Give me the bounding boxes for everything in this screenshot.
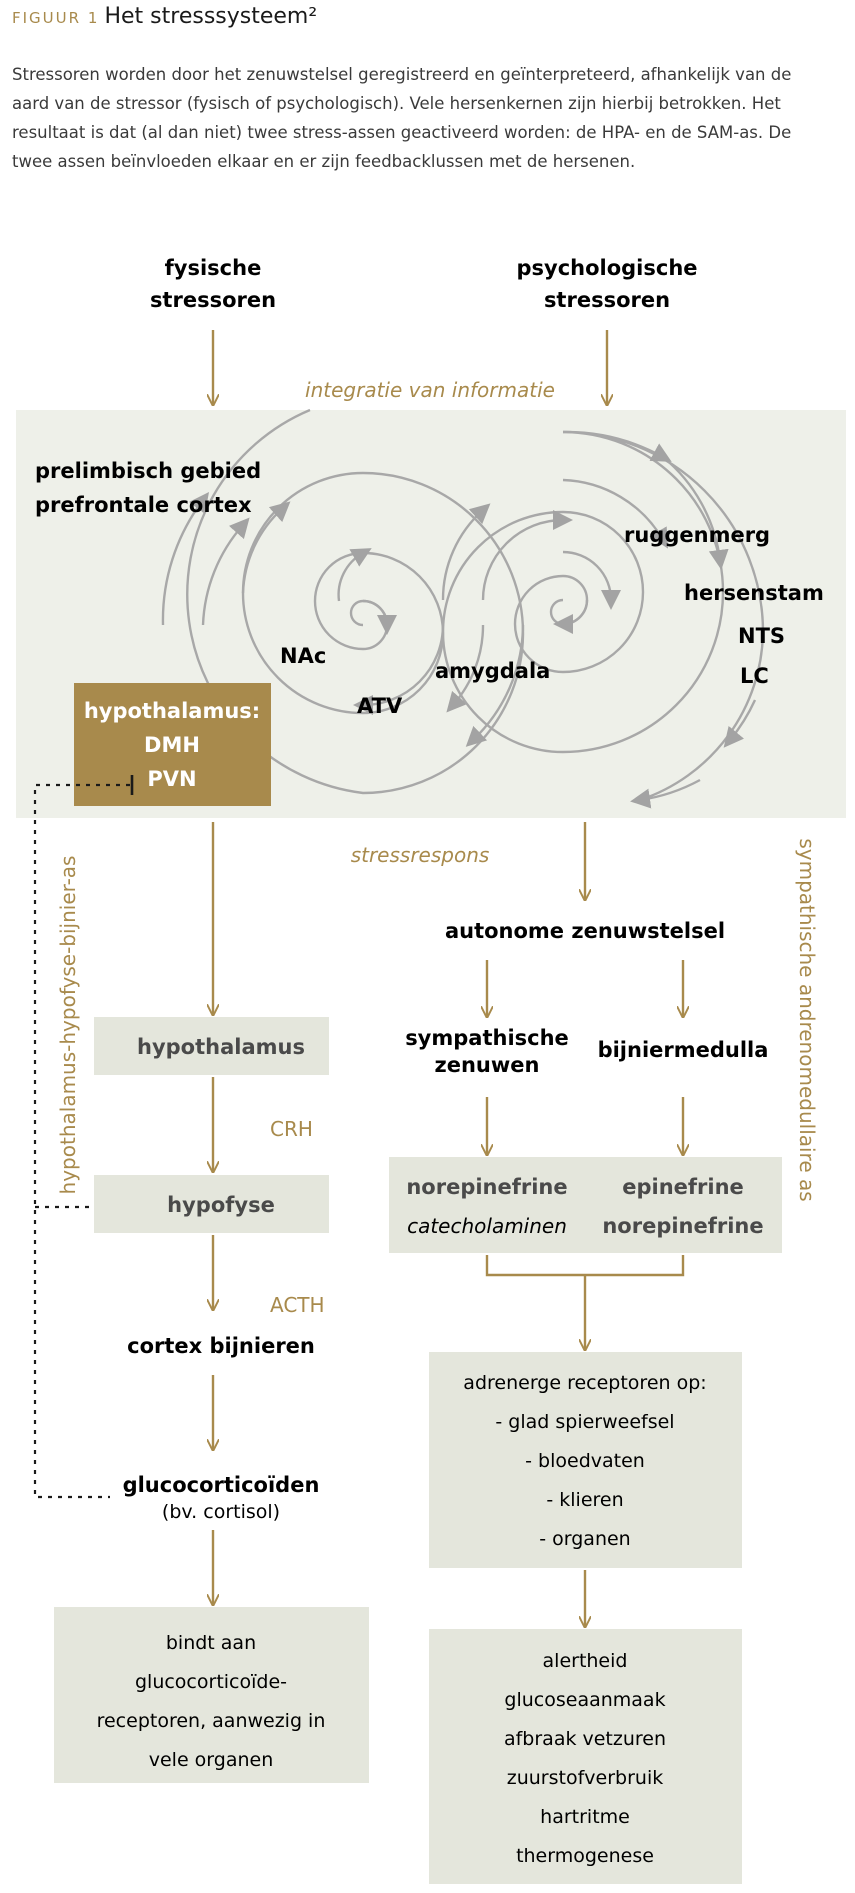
binding-line4: vele organen [149,1749,274,1771]
input-arrows [213,330,607,405]
input-psych-line2: stressoren [544,288,670,312]
effects-line1: alertheid [543,1650,628,1672]
effects-box [429,1629,742,1884]
input-physical-line1: fysische [165,256,262,280]
figure-header: FIGUUR 1 Het stresssysteem² [12,4,842,29]
sam-arrows [487,822,683,1627]
sympathetic-line1: sympathische [405,1026,569,1050]
adrenal-cortex-label: cortex bijnieren [127,1334,315,1358]
binding-line2: glucocorticoïde- [135,1671,287,1693]
effects-line5: hartritme [540,1806,630,1828]
pituitary-label: hypofyse [167,1193,275,1217]
hpa-pituitary-box [94,1175,329,1233]
effects-line3: afbraak vetzuren [504,1728,666,1750]
spinal-cord-label: ruggenmerg [624,523,770,547]
hpa-hypothalamus-box [94,1017,329,1075]
receptors-line4: - klieren [546,1489,623,1511]
hypothalamus-box-line2: DMH [144,733,200,757]
spiral-right [441,430,765,809]
binding-line1: bindt aan [166,1632,256,1654]
sam-axis-label: sympathische andrenomedullaire as [795,838,819,1201]
autonomic-label: autonome zenuwstelsel [445,919,725,943]
glucocorticoids-label: glucocorticoïden [123,1473,320,1497]
stress-response-label: stressrespons [351,843,490,867]
hypothalamus-box-line3: PVN [147,767,196,791]
lc-label: LC [740,664,769,688]
figure-intro: Stressoren worden door het zenuwstelsel … [12,65,792,171]
hypothalamus-box-line1: hypothalamus: [84,699,260,723]
hpa-axis-label: hypothalamus-hypofyse-bijnier-as [56,856,80,1195]
effects-line2: glucoseaanmaak [504,1689,665,1711]
receptors-line3: - bloedvaten [525,1450,645,1472]
figure-label: FIGUUR 1 [12,9,100,27]
spiral-left [161,408,525,795]
receptors-box [429,1352,742,1568]
catecholamine-box [389,1157,782,1253]
epinephrine-label: epinefrine [622,1175,744,1199]
medulla-label: bijniermedulla [598,1038,769,1062]
feedback-bars [130,775,152,1217]
effects-line6: thermogenese [516,1845,654,1867]
receptors-line2: - glad spierweefsel [495,1411,674,1433]
input-physical-line2: stressoren [150,288,276,312]
brainstem-label: hersenstam [684,581,824,605]
receptors-line1: adrenerge receptoren op: [463,1372,706,1394]
feedback-lines [33,783,145,1499]
figure-title: Het stresssysteem² [104,4,318,29]
norepinephrine-right: norepinefrine [602,1214,763,1238]
norepinephrine-left: norepinefrine [406,1175,567,1199]
receptors-line5: - organen [539,1528,630,1550]
acth-label: ACTH [270,1293,325,1317]
cortisol-label: (bv. cortisol) [162,1501,280,1523]
prelimbic-line2: prefrontale cortex [35,493,252,517]
catecholamines-label: catecholaminen [407,1214,567,1238]
integration-label: integratie van informatie [305,378,555,402]
binding-box [54,1607,369,1783]
amygdala-label: amygdala [435,659,550,683]
atv-label: ATV [357,694,403,718]
sympathetic-line2: zenuwen [435,1053,540,1077]
hpa-hypothalamus-label: hypothalamus [137,1035,305,1059]
binding-line3: receptoren, aanwezig in [97,1710,326,1732]
prelimbic-line1: prelimbisch gebied [35,459,261,483]
nac-label: NAc [280,644,326,668]
effects-line4: zuurstofverbruik [507,1767,663,1789]
crh-label: CRH [270,1117,313,1141]
input-psych-line1: psychologische [516,256,697,280]
nts-label: NTS [738,624,785,648]
